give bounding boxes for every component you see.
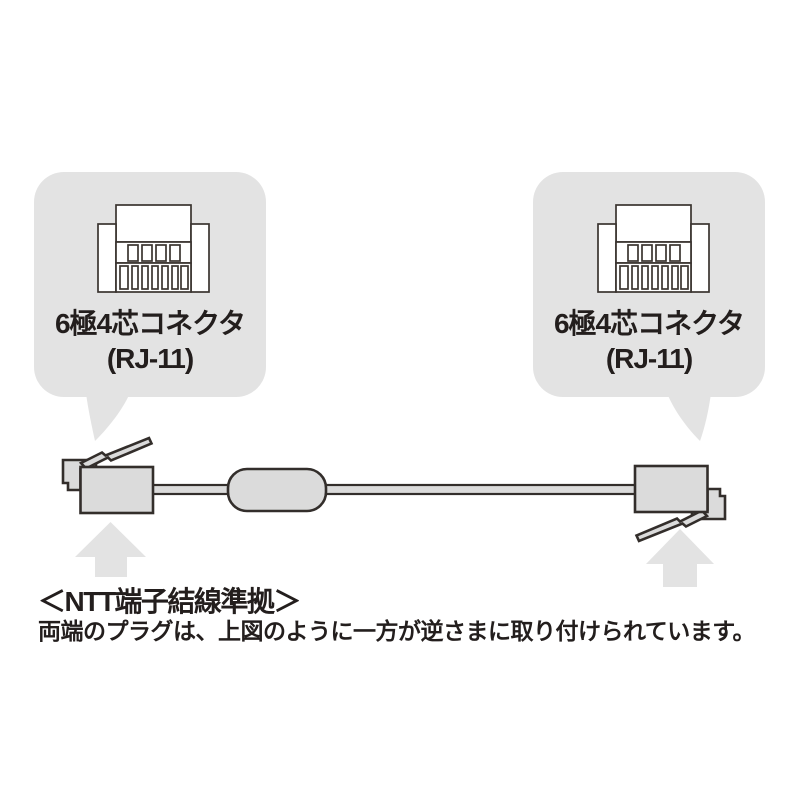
ferrite-core bbox=[226, 467, 328, 513]
footer-description: 両端のプラグは、上図のように一方が逆さまに取り付けられています。 bbox=[38, 618, 756, 644]
connector-type-text: 6極4芯コネクタ bbox=[54, 308, 246, 339]
speech-bubble-right-tail bbox=[667, 393, 711, 441]
footer-note: ＜NTT端子結線準拠＞ 両端のプラグは、上図のように一方が逆さまに取り付けられて… bbox=[38, 586, 798, 645]
footer-heading: ＜NTT端子結線準拠＞ bbox=[38, 586, 301, 617]
up-arrow-icon-right bbox=[646, 529, 714, 587]
speech-bubble-left-tail bbox=[86, 393, 130, 441]
connector-type-text: 6極4芯コネクタ bbox=[553, 308, 745, 339]
connector-standard-text: (RJ-11) bbox=[106, 343, 194, 374]
connector-standard-text: (RJ-11) bbox=[605, 343, 693, 374]
rj11-plug-side-icon-left bbox=[61, 436, 155, 515]
up-arrow-icon-left bbox=[75, 522, 146, 577]
callout-label-right: 6極4芯コネクタ (RJ-11) bbox=[533, 306, 765, 376]
cable-cord bbox=[148, 483, 642, 496]
callout-label-left: 6極4芯コネクタ (RJ-11) bbox=[34, 306, 266, 376]
